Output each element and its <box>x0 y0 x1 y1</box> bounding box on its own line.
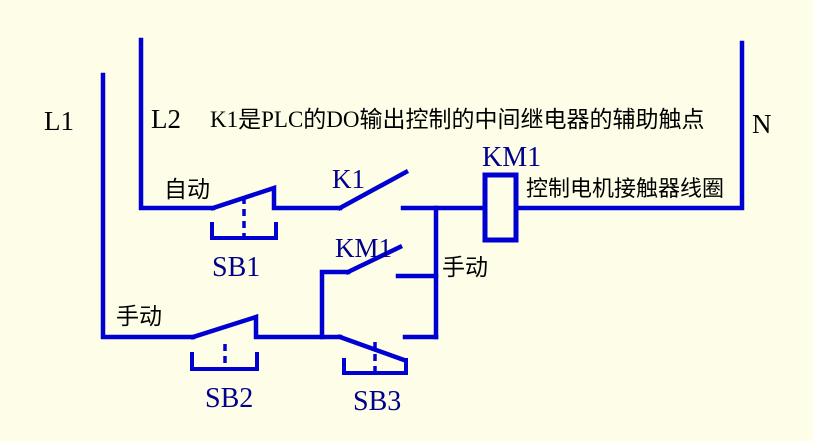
sb2-contact-blade <box>190 313 343 340</box>
km1-coil-label: KM1 <box>482 142 541 173</box>
rail-l2-wire <box>138 37 216 211</box>
km1-contact-label: KM1 <box>335 233 392 263</box>
diagram-title-note: K1是PLC的DO输出控制的中间继电器的辅助触点 <box>210 107 705 132</box>
rail-label-l2: L2 <box>151 104 181 134</box>
rail-n-wire <box>513 40 745 211</box>
rail-label-n: N <box>752 109 772 139</box>
km1-coil-symbol <box>482 172 519 243</box>
k1-contact-label: K1 <box>332 164 365 194</box>
km1-coil-description: 控制电机接触器线圈 <box>526 176 724 201</box>
rail-l1-wire <box>100 72 196 340</box>
mode-label-auto: 自动 <box>164 177 210 202</box>
sb3-contact-blade <box>337 334 407 363</box>
mode-label-manual-right: 手动 <box>442 255 488 280</box>
k1-contact-blade <box>336 168 410 212</box>
km1-contact-lead <box>319 269 351 340</box>
sb1-label: SB1 <box>212 252 260 283</box>
km1-contact-blade <box>344 243 404 276</box>
sb3-label: SB3 <box>353 386 401 417</box>
sb1-contact-blade <box>210 184 343 211</box>
sb2-label: SB2 <box>205 383 253 414</box>
rail-label-l1: L1 <box>44 106 74 136</box>
mode-label-manual-left: 手动 <box>116 304 162 329</box>
